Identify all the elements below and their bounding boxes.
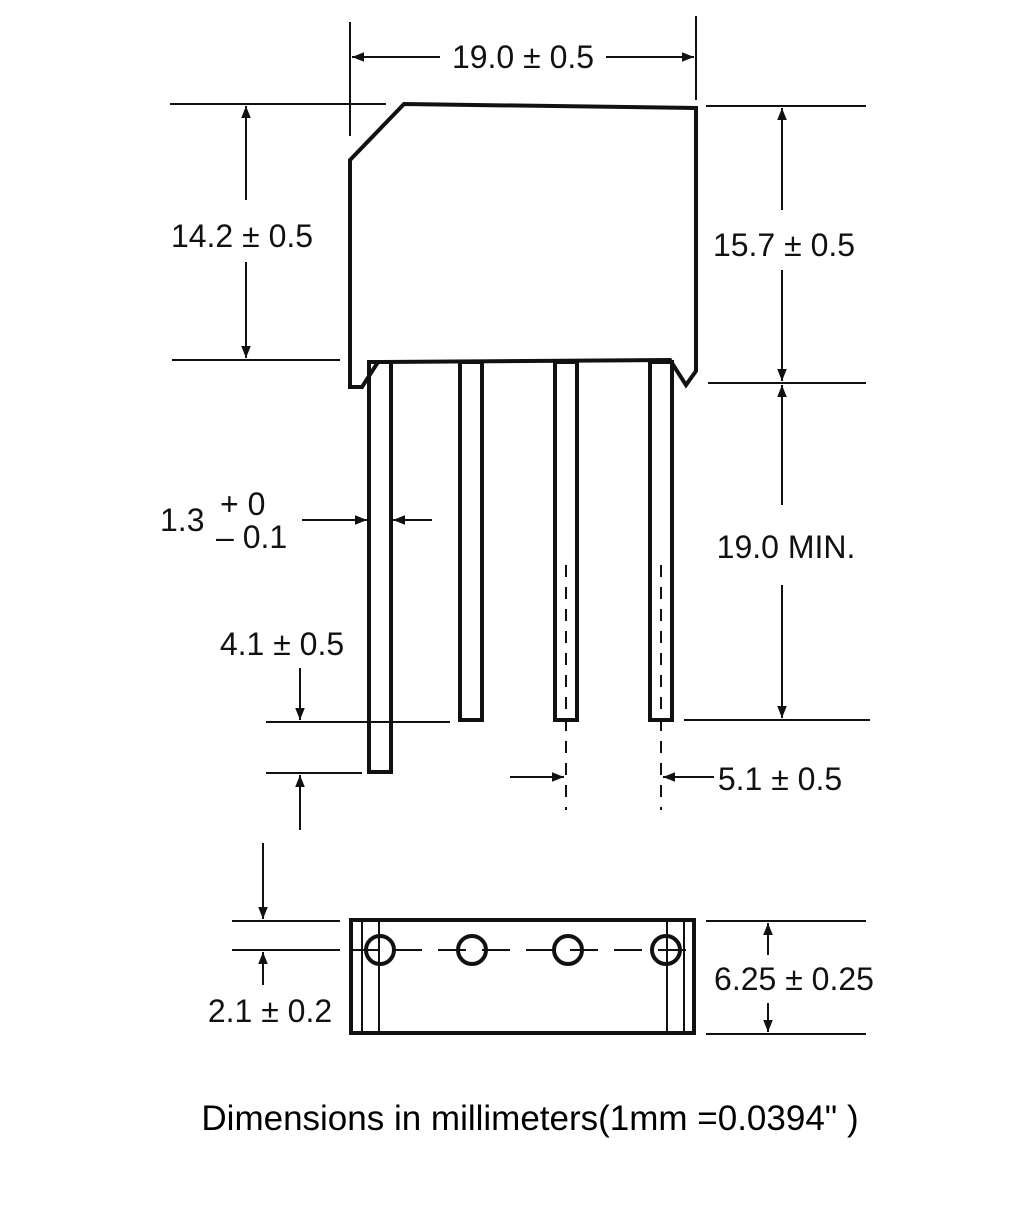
lead-4 [648, 360, 674, 722]
package-body-outline [348, 101, 698, 389]
right-height-label: 15.7 ± 0.5 [713, 227, 855, 263]
pin-hole-2 [456, 934, 488, 966]
pin-hole-3 [552, 934, 584, 966]
width-top-label: 19.0 ± 0.5 [452, 39, 594, 75]
lead-width-tol-plus: + 0 [220, 486, 265, 522]
left-height-label: 14.2 ± 0.5 [171, 218, 313, 254]
lead-3 [553, 360, 579, 722]
lead-length-label: 19.0 MIN. [717, 529, 856, 565]
pitch-label: 5.1 ± 0.5 [718, 761, 842, 797]
lead-2 [458, 360, 484, 722]
pin-hole-4 [650, 934, 682, 966]
lead-width-nominal: 1.3 [160, 502, 204, 538]
pin-hole-1 [364, 934, 396, 966]
units-caption: Dimensions in millimeters(1mm =0.0394" ) [201, 1099, 858, 1138]
lead-1 [367, 360, 393, 774]
row-offset-label: 2.1 ± 0.2 [208, 993, 332, 1029]
lead-offset-label: 4.1 ± 0.5 [220, 626, 344, 662]
bottom-view-body [349, 918, 696, 1035]
lead-width-tol-minus: – 0.1 [216, 519, 287, 555]
depth-label: 6.25 ± 0.25 [714, 961, 874, 997]
